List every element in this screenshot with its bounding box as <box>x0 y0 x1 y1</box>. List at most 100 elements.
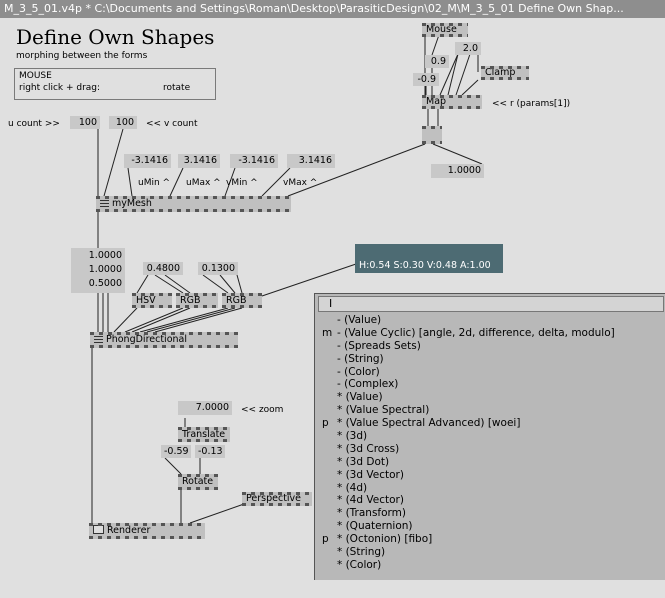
map-param-top-iobox[interactable]: 2.0 <box>455 42 481 55</box>
rgb-node-1[interactable]: RGB <box>176 293 218 308</box>
node-browser-item[interactable]: - (Color) <box>315 366 665 379</box>
mouse-label: Mouse <box>426 24 457 35</box>
node-browser-item[interactable]: * (3d Cross) <box>315 443 665 456</box>
phong-directional-node[interactable]: PhongDirectional <box>90 332 238 348</box>
node-browser-item[interactable]: - (Spreads Sets) <box>315 340 665 353</box>
v-count-iobox[interactable]: 100 <box>109 116 137 129</box>
text-cursor-icon: I <box>329 297 333 310</box>
umin-iobox[interactable]: -3.1416 <box>124 154 171 168</box>
node-item-label: * (4d) <box>337 481 368 494</box>
node-browser-list: - (Value) m - (Value Cyclic) [angle, 2d, d… <box>315 314 665 572</box>
rotate-node[interactable]: Rotate <box>178 474 218 490</box>
help-comment-box: MOUSE right click + drag: rotate <box>14 68 216 100</box>
perspective-label: Perspective <box>246 493 302 504</box>
rotate-label: Rotate <box>182 476 214 487</box>
node-item-label: - (Value) <box>337 314 382 326</box>
node-browser-item[interactable]: - (Complex) <box>315 378 665 391</box>
vmin-label: vMin ^ <box>226 178 258 188</box>
map-param-mid-iobox[interactable]: 0.9 <box>425 55 449 68</box>
node-item-label: - (Spreads Sets) <box>337 339 421 352</box>
rotate-y-iobox[interactable]: -0.13 <box>195 445 225 458</box>
node-item-label: - (String) <box>337 352 384 365</box>
node-browser-item[interactable]: m - (Value Cyclic) [angle, 2d, difference… <box>315 327 665 340</box>
node-item-label: * (3d Cross) <box>337 442 400 455</box>
color-value-1-iobox[interactable]: 0.4800 <box>143 262 183 275</box>
clamp-label: Clamp <box>485 67 516 78</box>
perspective-node[interactable]: Perspective <box>242 492 312 506</box>
vmax-iobox[interactable]: 3.1416 <box>287 154 335 168</box>
zoom-label: << zoom <box>241 405 284 415</box>
node-browser-item[interactable]: * (Quaternion) <box>315 520 665 533</box>
node-browser-item[interactable]: * (String) <box>315 546 665 559</box>
node-item-label: - (Value Cyclic) [angle, 2d, difference,… <box>337 326 615 339</box>
translate-node[interactable]: Translate <box>178 427 230 442</box>
node-item-label: * (Value Spectral) <box>337 404 430 417</box>
node-browser-item[interactable]: * (Value) <box>315 391 665 404</box>
light-value-1: 1.0000 <box>88 250 122 261</box>
node-browser-item[interactable]: * (3d Vector) <box>315 469 665 482</box>
umin-label: uMin ^ <box>138 178 171 188</box>
node-item-label: * (4d Vector) <box>337 494 404 507</box>
node-browser-item[interactable]: * (3d) <box>315 430 665 443</box>
u-count-iobox[interactable]: 100 <box>70 116 100 129</box>
node-browser-item[interactable]: * (Value Spectral) <box>315 404 665 417</box>
hsv-label: HSV <box>136 295 156 306</box>
umax-label: uMax ^ <box>186 178 221 188</box>
help-result: rotate <box>163 83 191 93</box>
node-item-label: * (Value Spectral Advanced) [woei] <box>337 417 521 430</box>
node-browser-item[interactable]: * (4d Vector) <box>315 494 665 507</box>
color-readout-box[interactable]: H:0.54 S:0.30 V:0.48 A:1.00 <box>355 244 503 273</box>
node-browser-item[interactable]: * (3d Dot) <box>315 456 665 469</box>
node-item-label: - (Complex) <box>337 378 399 391</box>
node-item-flag: m <box>322 326 333 339</box>
patch-canvas[interactable]: Define Own Shapes morphing between the f… <box>0 18 665 598</box>
hsv-node[interactable]: HSV <box>132 293 172 308</box>
help-line-1: MOUSE <box>19 71 52 81</box>
rgb1-label: RGB <box>180 295 201 306</box>
zoom-iobox[interactable]: 7.0000 <box>178 401 232 415</box>
node-item-label: * (Octonion) [fibo] <box>337 533 433 546</box>
node-browser[interactable]: I - (Value) m - (Value Cyclic) [angle, 2d,… <box>314 293 665 580</box>
node-item-label: * (String) <box>337 546 386 559</box>
node-item-label: * (3d Dot) <box>337 455 390 468</box>
rotate-x-iobox[interactable]: -0.59 <box>161 445 191 458</box>
rgb-node-2[interactable]: RGB <box>222 293 262 308</box>
mymesh-label: myMesh <box>112 198 152 209</box>
v-count-label: << v count <box>146 119 198 129</box>
node-browser-item[interactable]: * (4d) <box>315 482 665 495</box>
node-item-label: - (Color) <box>337 365 380 378</box>
map-node[interactable]: Map <box>422 95 482 109</box>
help-action: right click + drag: <box>19 83 101 93</box>
node-browser-item[interactable]: p * (Octonion) [fibo] <box>315 533 665 546</box>
patch-subtitle: morphing between the forms <box>16 51 148 61</box>
node-item-label: * (Value) <box>337 391 383 404</box>
node-browser-item[interactable]: p* (Value Spectral Advanced) [woei] <box>315 417 665 430</box>
node-item-label: * (3d Vector) <box>337 468 404 481</box>
mouse-node[interactable]: Mouse <box>422 23 468 37</box>
node-item-label: * (Color) <box>337 558 382 571</box>
light-value-3: 0.5000 <box>88 278 122 289</box>
node-item-flag: p <box>322 533 329 546</box>
umax-iobox[interactable]: 3.1416 <box>178 154 220 168</box>
light-direction-iobox[interactable]: 1.0000 1.0000 0.5000 <box>71 248 125 293</box>
node-browser-item[interactable]: * (Transform) <box>315 507 665 520</box>
node-browser-item[interactable]: - (String) <box>315 353 665 366</box>
vmax-label: vMax ^ <box>283 178 318 188</box>
node-item-label: * (Transform) <box>337 507 407 520</box>
map-output-node[interactable] <box>422 126 442 144</box>
map-param-neg-iobox[interactable]: -0.9 <box>413 73 439 86</box>
vmin-iobox[interactable]: -3.1416 <box>230 154 278 168</box>
params-label: << r (params[1]) <box>492 99 571 109</box>
map-output-iobox[interactable]: 1.0000 <box>431 164 484 178</box>
node-browser-item[interactable]: * (Color) <box>315 559 665 572</box>
node-search-input[interactable]: I <box>318 296 664 312</box>
rgb2-label: RGB <box>226 295 247 306</box>
mymesh-node[interactable]: myMesh <box>96 196 291 212</box>
node-browser-item[interactable]: - (Value) <box>315 314 665 327</box>
color-value-2-iobox[interactable]: 0.1300 <box>198 262 238 275</box>
clamp-node[interactable]: Clamp <box>481 66 529 80</box>
patch-title: Define Own Shapes <box>16 25 215 49</box>
u-count-label: u count >> <box>8 119 60 129</box>
node-menu-icon <box>100 200 109 207</box>
renderer-node[interactable]: Renderer <box>89 523 205 539</box>
